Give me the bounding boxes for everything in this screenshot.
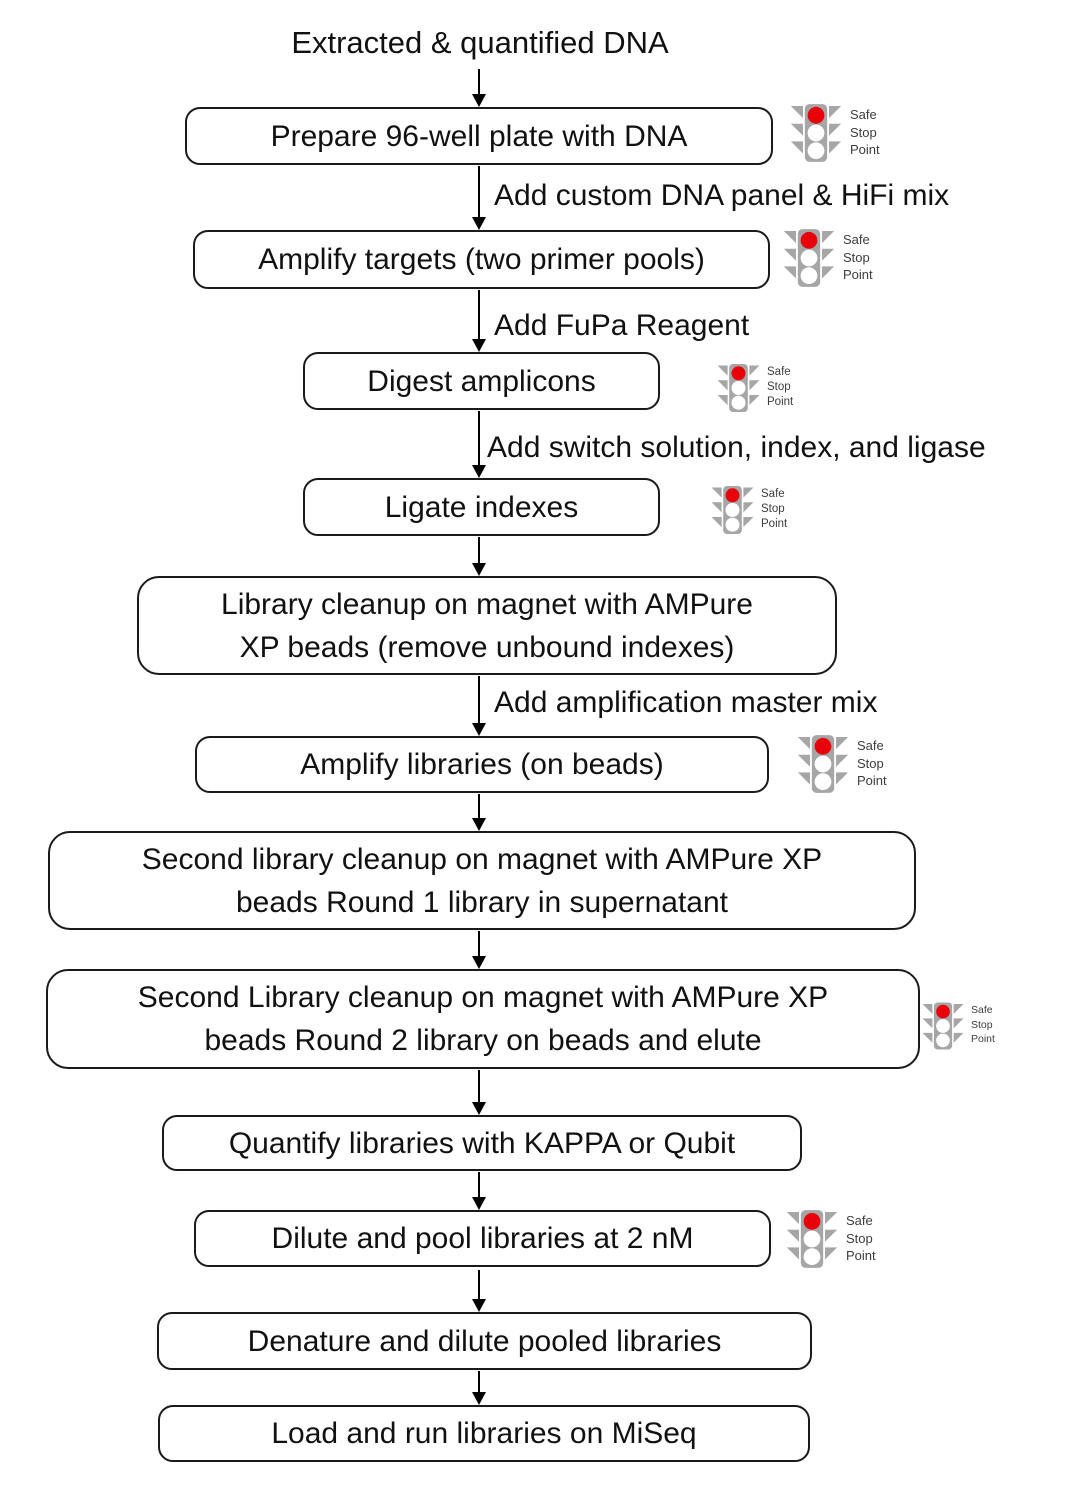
traffic-light-icon [717,363,760,413]
flow-arrow-6 [472,676,486,736]
arrow-shaft [478,537,480,570]
arrow-head-icon [472,1102,486,1115]
arrow-head-icon [472,339,486,352]
step-prepare-plate: Prepare 96-well plate with DNA [185,107,773,165]
traffic-light-icon [786,1210,838,1268]
flow-arrow-9 [472,1070,486,1115]
step-ligate-indexes: Ligate indexes [303,478,660,536]
arrow-head-icon [472,818,486,831]
arrow-head-icon [472,563,486,576]
arrow-shaft [478,1172,480,1204]
arrow-shaft [478,794,480,825]
step-second-cleanup-round1: Second library cleanup on magnet with AM… [48,831,916,930]
flow-arrow-4 [472,411,486,478]
edge-label-add-fupa: Add FuPa Reagent [494,309,750,342]
arrow-head-icon [472,1392,486,1405]
arrow-shaft [478,676,480,730]
arrow-head-icon [472,723,486,736]
step-amplify-libraries: Amplify libraries (on beads) [195,736,769,793]
traffic-light-icon [790,104,842,162]
arrow-shaft [478,1070,480,1109]
step-dilute-pool: Dilute and pool libraries at 2 nM [194,1210,771,1267]
flow-arrow-7 [472,794,486,831]
flow-arrow-8 [472,931,486,969]
arrow-head-icon [472,94,486,107]
start-node-extracted-dna: Extracted & quantified DNA [291,25,669,60]
flow-arrow-3 [472,290,486,352]
step-digest-amplicons: Digest amplicons [303,352,660,410]
arrow-head-icon [472,1299,486,1312]
arrow-head-icon [472,956,486,969]
edge-label-add-switch-ligase: Add switch solution, index, and ligase [487,431,986,464]
edge-label-add-panel-hifi: Add custom DNA panel & HiFi mix [494,179,950,212]
step-denature-dilute: Denature and dilute pooled libraries [157,1312,812,1370]
arrow-head-icon [472,1197,486,1210]
step-second-cleanup-round2: Second Library cleanup on magnet with AM… [46,969,920,1069]
traffic-light-icon [797,735,849,793]
arrow-head-icon [472,217,486,230]
step-load-run-miseq: Load and run libraries on MiSeq [158,1405,810,1462]
arrow-shaft [478,290,480,346]
step-quantify-libraries: Quantify libraries with KAPPA or Qubit [162,1115,802,1171]
flow-arrow-5 [472,537,486,576]
flow-arrow-10 [472,1172,486,1210]
flow-arrow-2 [472,166,486,230]
arrow-shaft [478,1371,480,1399]
arrow-shaft [478,69,480,101]
flow-arrow-12 [472,1371,486,1405]
arrow-shaft [478,931,480,963]
traffic-light-icon [922,1002,964,1050]
arrow-head-icon [472,465,486,478]
arrow-shaft [478,411,480,472]
arrow-shaft [478,1270,480,1306]
edge-label-add-master-mix: Add amplification master mix [494,686,878,719]
traffic-light-icon [783,229,835,287]
step-amplify-targets: Amplify targets (two primer pools) [193,230,770,289]
traffic-light-icon [711,485,754,535]
arrow-shaft [478,166,480,224]
flow-arrow-11 [472,1270,486,1312]
flow-arrow-1 [472,69,486,107]
